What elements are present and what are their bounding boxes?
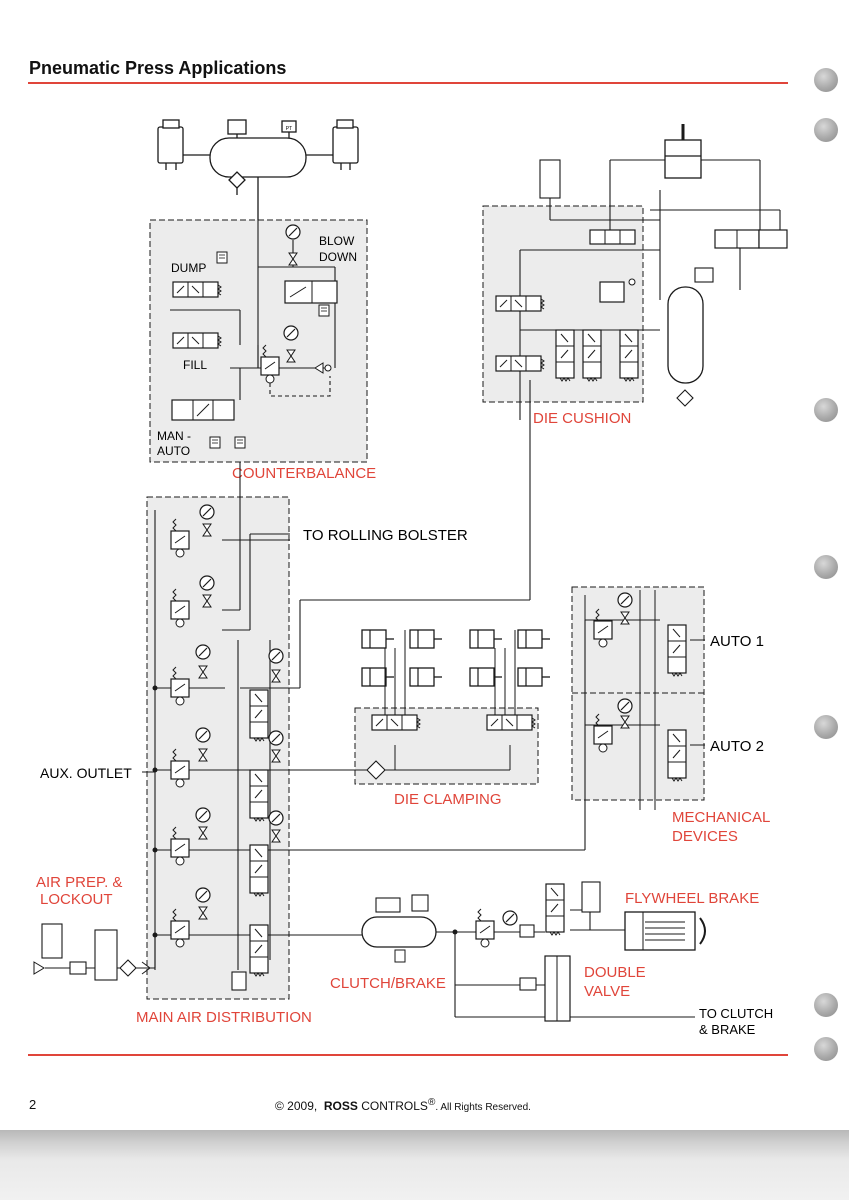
devices-label: DEVICES [672,828,738,845]
lockout-label: LOCKOUT [40,891,113,908]
fill-valve [172,332,222,349]
page-number: 2 [29,1097,37,1112]
surge-tank [667,286,704,384]
pneumatic-schematic: PT BLOW DOWN DUMP FILL MAN - AUTO COUNTE… [33,119,788,1037]
page-title: Pneumatic Press Applications [29,58,287,78]
double-label: DOUBLE [584,964,646,981]
binder-hole [814,555,838,579]
valve-label: VALVE [584,983,630,1000]
binder-hole [814,68,838,92]
rights-text: . All Rights Reserved. [435,1102,531,1113]
and-brake-label: & BRAKE [699,1022,756,1037]
clutch-brake-label: CLUTCH/BRAKE [330,975,446,992]
mechanical-label: MECHANICAL [672,809,770,826]
copyright-year: © 2009, [275,1099,318,1113]
dump-label: DUMP [171,261,206,275]
to-clutch-label: TO CLUTCH [699,1006,773,1021]
binder-hole [814,118,838,142]
air-prep-label: AIR PREP. & [36,874,122,891]
auto-label: AUTO [157,444,190,458]
die-cushion-label: DIE CUSHION [533,410,631,427]
brand-name: ROSS [323,1099,358,1113]
blow-label: BLOW [319,234,355,248]
footer-rule [28,1054,788,1056]
binder-hole [814,715,838,739]
binder-hole [814,1037,838,1061]
die-cushion-cylinder [664,139,702,179]
binder-hole [814,398,838,422]
man-label: MAN - [157,429,191,443]
die-clamp-cylinders [361,629,551,687]
flywheel-brake-actuator [624,911,696,951]
dump-valve [172,281,222,298]
down-label: DOWN [319,250,357,264]
auto-2-label: AUTO 2 [710,738,764,755]
die-clamping-label: DIE CLAMPING [394,791,502,808]
binder-hole [814,993,838,1017]
clutch-brake-tank [361,916,437,948]
brand-rest: CONTROLS [361,1099,428,1113]
fill-label: FILL [183,358,207,372]
counterbalance-label: COUNTERBALANCE [232,465,376,482]
header-rule [28,82,788,84]
registered-mark: ® [427,1097,436,1108]
copyright-notice: © 2009, ROSS CONTROLS®. All Rights Reser… [275,1097,531,1113]
counterbalance-tank-group [157,119,359,220]
blow-down-valve [284,280,338,304]
pressure-transducer-label: PT [286,126,292,132]
auto-1-label: AUTO 1 [710,633,764,650]
main-air-box [146,496,290,1000]
to-rolling-bolster-label: TO ROLLING BOLSTER [303,527,468,544]
flywheel-brake-label: FLYWHEEL BRAKE [625,890,759,907]
aux-outlet-label: AUX. OUTLET [40,765,132,781]
scan-bottom-shadow [0,1130,849,1200]
main-air-distribution-label: MAIN AIR DISTRIBUTION [136,1009,312,1026]
